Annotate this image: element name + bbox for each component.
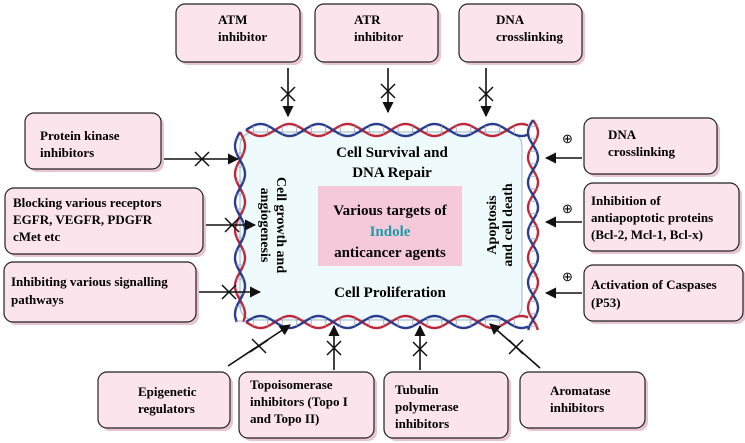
block-mark-aromatase: [508, 339, 524, 355]
box-label-line: Tubulin: [395, 382, 439, 397]
plus-symbol-caspases: ⊕: [562, 269, 573, 284]
box-label-line: (P53): [591, 295, 621, 310]
box-frame: [238, 371, 375, 439]
box-frame: [583, 182, 740, 252]
box-aromatase: Aromatase inhibitors: [519, 371, 648, 431]
box-label-line: Epigenetic: [138, 384, 197, 399]
box-frame: [583, 264, 744, 322]
block-mark-pki: [194, 151, 210, 167]
box-label-line: Activation of Caspases: [591, 277, 717, 292]
box-label-line: Inhibiting various signalling: [11, 274, 168, 289]
indole-label: Indole: [370, 224, 411, 240]
block-mark-epigenetic: [249, 338, 269, 354]
box-frame: [3, 261, 197, 323]
box-dna-right: DNA crosslinking: [583, 117, 720, 177]
region-top-line-2: DNA Repair: [352, 165, 432, 181]
box-label-line: Inhibition of: [591, 193, 661, 208]
block-mark-receptors: [224, 217, 240, 233]
box-frame: [24, 112, 162, 170]
arrows-layer: ⊕ ⊕ ⊕: [162, 68, 582, 370]
region-bottom: Cell Proliferation: [334, 285, 446, 301]
region-right-line-2: and cell death: [501, 183, 516, 266]
region-top-line-1: Cell Survival and: [336, 145, 448, 161]
box-label-line: inhibitors: [40, 145, 94, 160]
block-mark-dna-top: [478, 86, 494, 102]
block-mark-tubulin: [412, 341, 428, 357]
block-mark-atr: [380, 83, 396, 99]
box-label-line: Blocking various receptors: [13, 195, 162, 210]
box-frame: [97, 371, 231, 429]
box-signalling: Inhibiting various signalling pathways: [3, 261, 199, 325]
box-label-line: crosslinking: [608, 144, 675, 159]
box-label-line: inhibitors: [395, 416, 449, 431]
box-label-line: regulators: [138, 401, 195, 416]
box-label-line: polymerase: [395, 399, 459, 414]
dna-helix-border: [233, 119, 540, 331]
box-label-line: (Bcl-2, Mcl-1, Bcl-x): [591, 227, 703, 242]
box-frame: [383, 371, 509, 439]
box-label-line: DNA: [496, 12, 525, 27]
box-label-line: DNA: [608, 127, 637, 142]
box-atr: ATR inhibitor: [314, 3, 441, 65]
block-mark-signalling: [221, 284, 237, 300]
box-label-line: crosslinking: [496, 29, 563, 44]
dna-bottom-strand: [245, 314, 529, 330]
box-label-line: and Topo II): [250, 411, 319, 426]
box-label-line: inhibitors (Topo I: [250, 394, 348, 409]
plus-symbol-antiapoptotic: ⊕: [562, 201, 573, 216]
box-label-line: ATR: [354, 12, 381, 27]
block-mark-topo: [326, 340, 342, 356]
box-antiapoptotic: Inhibition of antiapoptotic proteins (Bcl-…: [583, 182, 742, 254]
box-label-line: inhibitor: [218, 29, 267, 44]
box-label-line: antiapoptotic proteins: [591, 210, 713, 225]
box-label-line: cMet etc: [13, 229, 60, 244]
box-tubulin: Tubulin polymerase inhibitors: [383, 371, 511, 441]
block-mark-atm: [280, 86, 296, 102]
box-frame: [314, 3, 439, 63]
region-left-line-2: angiogenesis: [257, 188, 272, 263]
box-epigenetic: Epigenetic regulators: [97, 371, 233, 431]
target-box: [318, 186, 462, 266]
box-topo: Topoisomerase inhibitors (Topo I and Topo …: [238, 371, 377, 441]
box-label-line: inhibitors: [550, 400, 604, 415]
box-frame: [458, 3, 583, 63]
box-frame: [175, 3, 301, 63]
box-label-line: ATM: [218, 12, 247, 27]
block-marks: [194, 83, 524, 357]
box-label-line: pathways: [11, 292, 64, 307]
box-pki: Protein kinase inhibitors: [24, 112, 164, 172]
box-frame: [4, 187, 204, 255]
dna-right-strand: [526, 119, 540, 331]
box-frame: [583, 117, 718, 175]
box-dna-top: DNA crosslinking: [458, 3, 585, 65]
box-label-line: inhibitor: [354, 29, 403, 44]
region-right-line-1: Apoptosis: [485, 195, 500, 255]
target-line-3: anticancer agents: [334, 245, 446, 261]
box-frame: [519, 371, 646, 429]
box-atm: ATM inhibitor: [175, 3, 303, 65]
boxes-layer: ATMinhibitorATRinhibitorDNAcrosslinkingP…: [3, 3, 745, 441]
box-label-line: Protein kinase: [40, 128, 120, 143]
box-label-line: EGFR, VEGFR, PDGFR: [13, 212, 153, 227]
dna-top-strand: [245, 122, 529, 138]
box-label-line: Topoisomerase: [250, 377, 333, 392]
region-left-line-1: Cell growth and: [273, 177, 288, 273]
box-caspases: Activation of Caspases (P53): [583, 264, 745, 324]
plus-symbol-dna: ⊕: [562, 131, 573, 146]
target-line-1: Various targets of: [333, 203, 448, 219]
box-label-line: Aromatase: [550, 383, 611, 398]
